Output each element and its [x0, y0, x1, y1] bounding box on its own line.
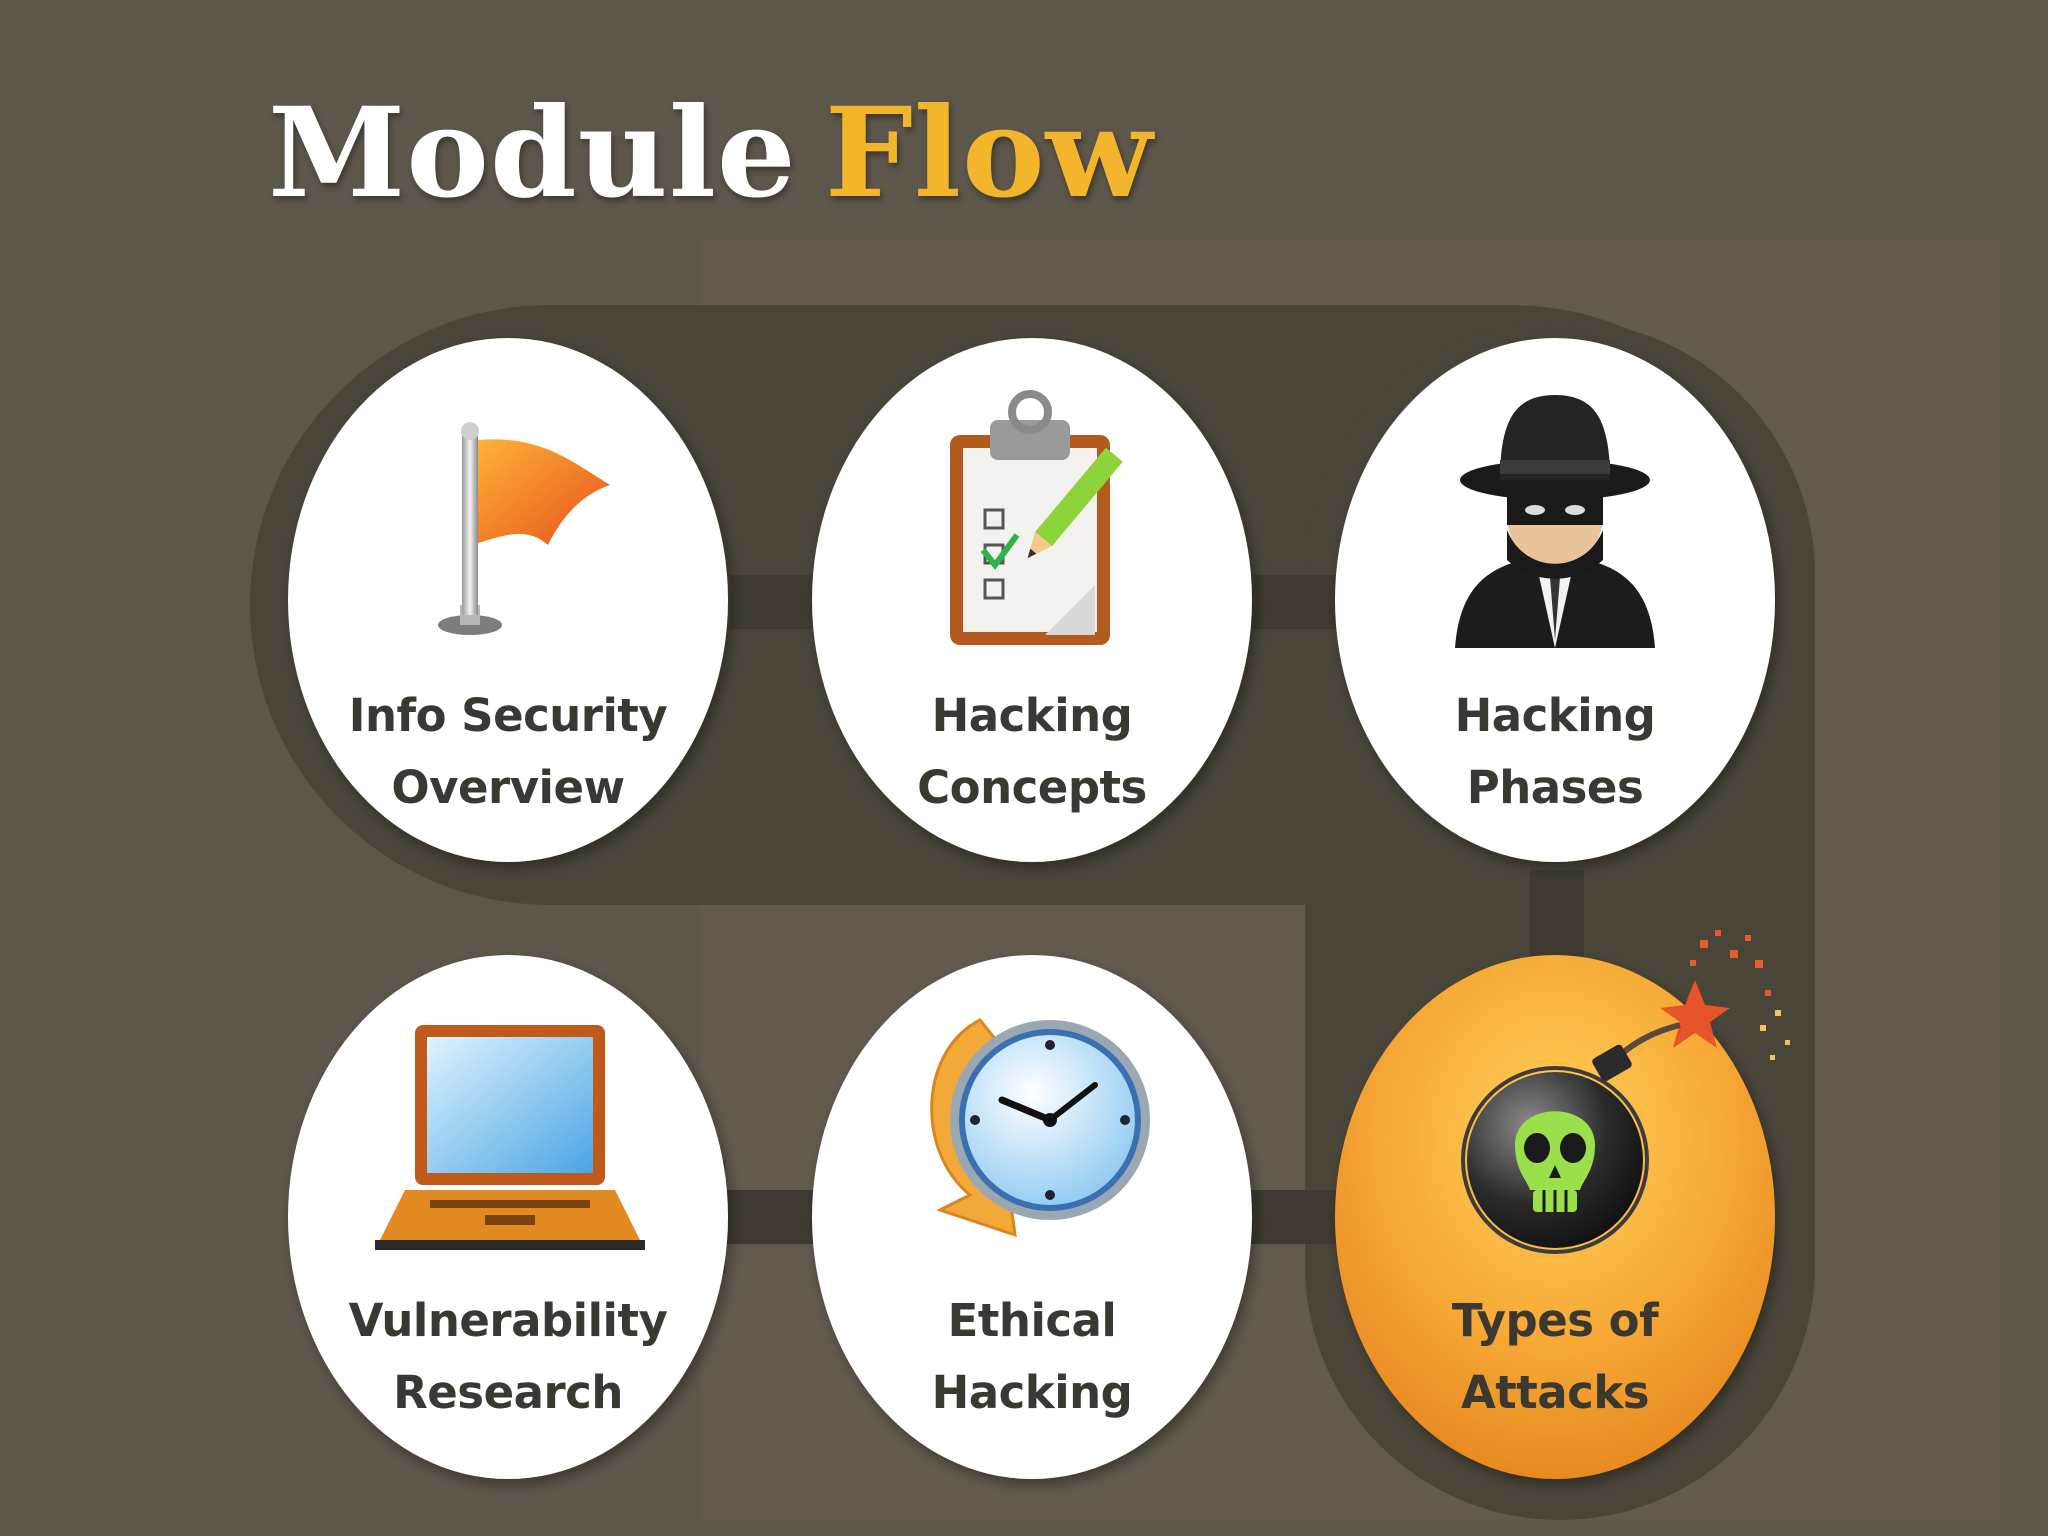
- node-label-vulnerability-research: Vulnerability Research: [318, 1285, 698, 1429]
- node-label-types-of-attacks: Types of Attacks: [1365, 1285, 1745, 1429]
- bomb-skull-icon: [1461, 930, 1790, 1254]
- node-circle-info-security-overview: [288, 338, 728, 862]
- node-label-line2: Concepts: [917, 761, 1147, 814]
- node-label-line2: Attacks: [1460, 1366, 1650, 1419]
- node-label-hacking-concepts: Hacking Concepts: [842, 680, 1222, 824]
- title-word-module: Module: [268, 81, 797, 226]
- node-label-info-security-overview: Info Security Overview: [318, 680, 698, 824]
- hacker-spy-icon: [1455, 395, 1655, 648]
- node-label-ethical-hacking: Ethical Hacking: [842, 1285, 1222, 1429]
- node-label-line2: Hacking: [931, 1366, 1133, 1419]
- laptop-icon: [375, 1025, 645, 1250]
- clock-refresh-icon: [930, 1018, 1150, 1238]
- flag-icon: [438, 422, 610, 635]
- node-label-line2: Research: [393, 1366, 623, 1419]
- node-label-line2: Overview: [391, 761, 625, 814]
- clipboard-checklist-icon: [950, 390, 1123, 645]
- node-label-line1: Vulnerability: [348, 1294, 668, 1347]
- node-label-line1: Types of: [1451, 1294, 1659, 1347]
- node-label-line1: Hacking: [931, 689, 1133, 742]
- node-label-line1: Ethical: [947, 1294, 1117, 1347]
- node-label-line1: Info Security: [348, 689, 668, 742]
- node-label-hacking-phases: Hacking Phases: [1365, 680, 1745, 824]
- title-word-flow: Flow: [824, 81, 1154, 226]
- node-label-line1: Hacking: [1454, 689, 1656, 742]
- node-label-line2: Phases: [1466, 761, 1644, 814]
